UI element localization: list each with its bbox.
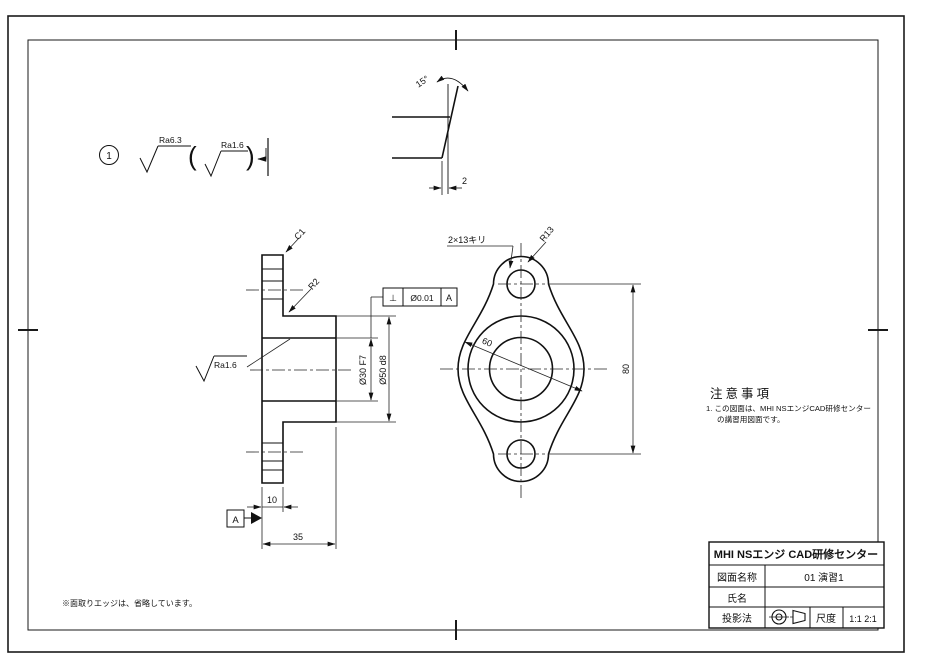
drawing-name-value: 01 演習1	[804, 571, 844, 584]
item-balloon	[99, 145, 119, 165]
datum-triangle-icon	[251, 512, 262, 524]
surface-roughness-text: Ra1.6	[214, 360, 237, 370]
hole-callout-text: 2×13キリ	[448, 235, 486, 245]
perpendicularity-icon: ⊥	[389, 293, 397, 303]
fillet-callout: R2	[306, 276, 321, 291]
hole-callout: 2×13キリ	[447, 235, 514, 269]
notes-block: 注意事項 1. この図面は、MHI NSエンジCAD研修センター の講習用図面で…	[706, 386, 871, 424]
c1-leader	[285, 237, 300, 253]
title-block: MHI NSエンジ CAD研修センター 図面名称 01 演習1 氏名 投影法 尺…	[708, 541, 885, 629]
tolerance-frame: ⊥ Ø0.01 A	[382, 287, 458, 307]
chamfer-detail-view: 15° 2	[392, 73, 469, 195]
r2-leader	[288, 288, 312, 313]
scale-label: 尺度	[816, 612, 836, 625]
notes-title: 注意事項	[710, 386, 772, 401]
depth-dim	[262, 427, 337, 549]
roughness-paren-value: Ra1.6	[221, 140, 244, 150]
footnote: ※面取りエッジは、省略しています。	[62, 598, 197, 608]
datum-letter: A	[232, 515, 239, 526]
bore-dim-text: Ø30 F7	[358, 355, 368, 385]
roughness-legend: 1 Ra6.3 ( Ra1.6 )	[99, 135, 269, 178]
scale-value: 1:1 2:1	[849, 614, 877, 624]
section-centerlines	[246, 289, 352, 453]
flange-section-outline	[261, 254, 337, 484]
note-line-1: 1. この図面は、MHI NSエンジCAD研修センター	[706, 403, 871, 413]
company-title: MHI NSエンジ CAD研修センター	[714, 547, 878, 561]
chamfer-callout: C1	[292, 226, 307, 241]
note-line-2: の講習用図面です。	[717, 414, 785, 424]
person-label: 氏名	[727, 592, 747, 605]
pitch-dim-text: 80	[621, 364, 631, 374]
angle-arc	[436, 75, 469, 92]
depth-dim-text: 35	[293, 532, 303, 542]
projection-symbol-icon	[769, 609, 806, 625]
surface-flag: Ra1.6	[195, 338, 291, 383]
width-dim-text: 60	[481, 336, 494, 349]
front-view: 80 60 2×13キリ R13	[440, 225, 641, 500]
pitch-dim	[548, 283, 641, 455]
tolerance-datum: A	[446, 293, 452, 303]
thickness-dim-text: 10	[267, 495, 277, 505]
roughness-main-value: Ra6.3	[159, 135, 182, 145]
section-inner-edges	[262, 268, 336, 471]
diameter-dims	[336, 296, 396, 423]
surface-finish-icon	[139, 145, 191, 174]
section-view: Ø30 F7 Ø50 d8 ⊥ Ø0.01 A C1 R2 Ra1.6	[195, 226, 458, 549]
datum-feature: A	[226, 509, 262, 528]
paren-open: (	[188, 141, 197, 171]
sheet-border	[7, 15, 905, 653]
paren-close: )	[246, 141, 255, 171]
return-arrow-icon	[257, 138, 269, 176]
angle-dim: 15°	[414, 73, 431, 89]
width-dim: 2	[462, 176, 467, 186]
end-radius-text: R13	[538, 225, 556, 244]
surface-finish-icon	[204, 150, 248, 178]
front-centerlines	[440, 243, 607, 500]
boss-dim-text: Ø50 d8	[378, 355, 388, 385]
drawing-name-label: 図面名称	[717, 571, 757, 584]
r13-leader	[527, 241, 547, 263]
projection-label: 投影法	[722, 612, 752, 625]
item-number: 1	[106, 151, 112, 162]
tolerance-value: Ø0.01	[410, 293, 433, 303]
width-dim-line	[464, 341, 583, 392]
